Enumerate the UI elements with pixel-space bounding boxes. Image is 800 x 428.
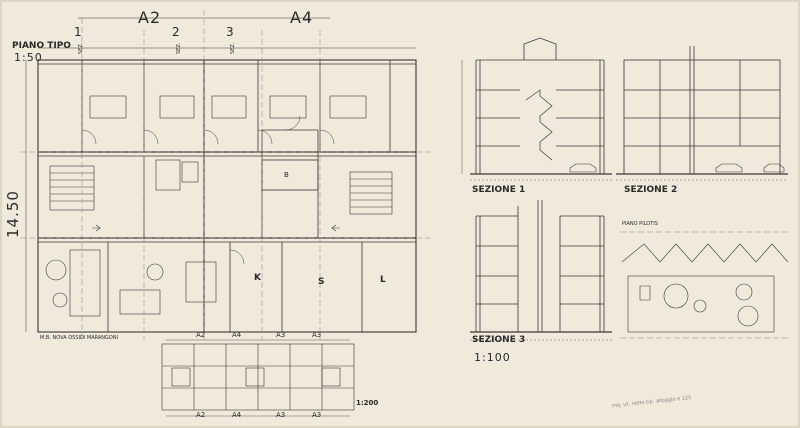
section-mark-prefix-1: SEZ. <box>78 42 84 54</box>
key-top-a4: A4 <box>232 331 242 339</box>
key-top-a3-b: A3 <box>312 331 322 339</box>
footer-note: M.B. NOVA OSSIDI MARANGONI <box>40 335 119 341</box>
key-bottom-a3-b: A3 <box>312 411 322 419</box>
key-bottom-a3-a: A3 <box>276 411 286 419</box>
key-bottom-a4: A4 <box>232 411 242 419</box>
section-scale: 1:100 <box>474 351 511 364</box>
plan-title: PIANO TIPO <box>12 41 71 51</box>
section-3 <box>470 200 612 341</box>
section-2 <box>616 46 788 181</box>
section-mark-prefix-3: SEZ. <box>230 42 236 54</box>
key-top-a3-a: A3 <box>276 331 286 339</box>
pilotis-plan-title: PIANO PILOTIS <box>622 221 658 227</box>
module-label-a4: A4 <box>290 8 314 27</box>
pilotis-plan <box>620 231 790 339</box>
room-letter-l: L <box>380 275 386 285</box>
section-1-title: SEZIONE 1 <box>472 185 526 195</box>
room-letter-s: S <box>318 277 325 287</box>
overall-dimension: 14.50 <box>4 190 22 238</box>
section-mark-1: 1 <box>74 25 83 39</box>
key-top-a2: A2 <box>196 331 206 339</box>
module-label-a2: A2 <box>138 8 162 27</box>
room-letter-k: K <box>254 273 261 283</box>
room-letter-b: B <box>284 171 289 179</box>
key-bottom-a2: A2 <box>196 411 206 419</box>
plan-scale: 1:50 <box>14 51 43 64</box>
section-3-title: SEZIONE 3 <box>472 335 526 345</box>
section-mark-prefix-2: SEZ. <box>176 42 182 54</box>
key-plan <box>161 339 355 417</box>
section-2-title: SEZIONE 2 <box>624 185 678 195</box>
key-plan-scale: 1:200 <box>356 399 379 407</box>
section-1 <box>461 37 612 181</box>
section-mark-3: 3 <box>226 25 235 39</box>
section-mark-2: 2 <box>172 25 181 39</box>
floor-plan <box>20 10 430 340</box>
